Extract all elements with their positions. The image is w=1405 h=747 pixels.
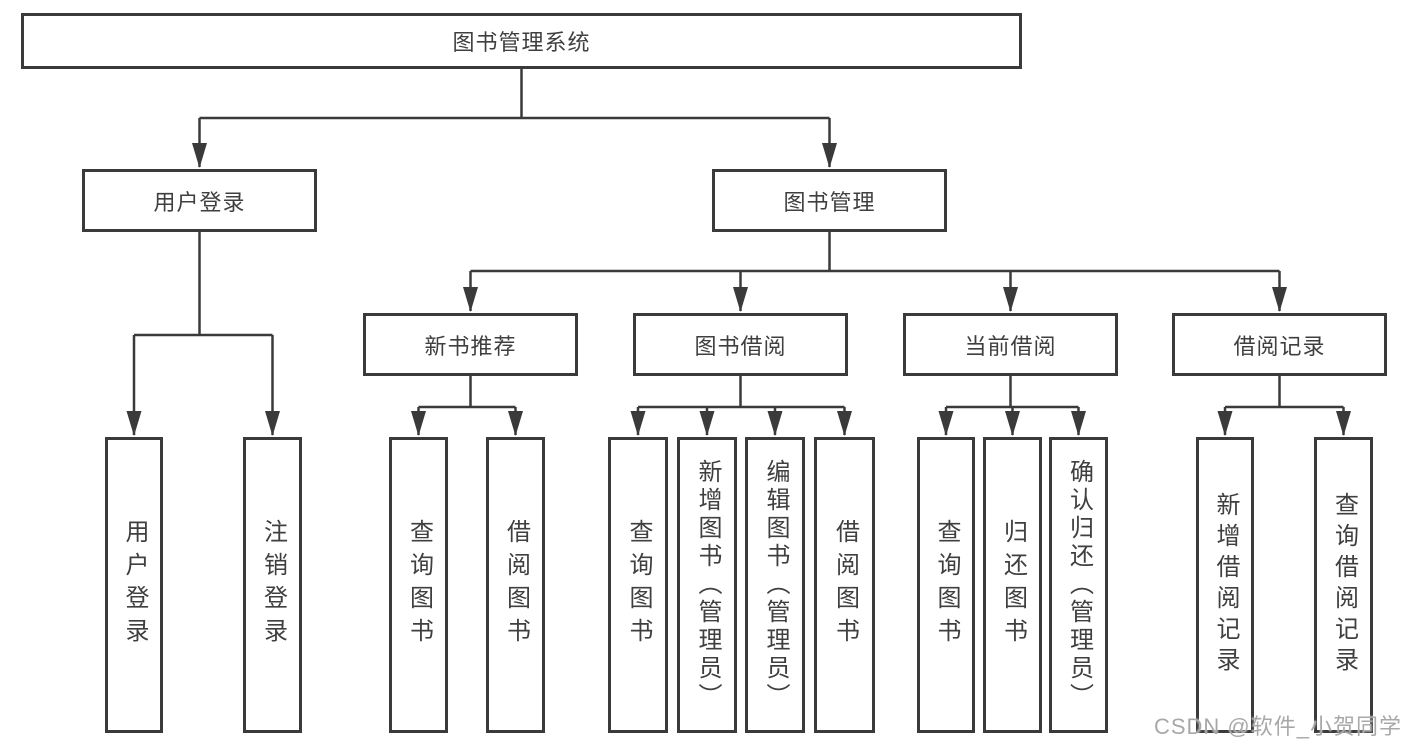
node-user-login-branch: 用户登录 — [82, 169, 317, 232]
leaf-confirm-return-admin: 确认归还（管理员） — [1049, 437, 1108, 733]
node-new-book-recommendation: 新书推荐 — [363, 313, 578, 376]
leaf-return-books: 归还图书 — [983, 437, 1042, 733]
leaf-borrow-books: 借阅图书 — [814, 437, 875, 733]
leaf-query-books-current: 查询图书 — [917, 437, 975, 733]
leaf-user-login: 用户登录 — [105, 437, 163, 733]
node-current-borrowing: 当前借阅 — [903, 313, 1118, 376]
leaf-add-borrow-record: 新增借阅记录 — [1196, 437, 1254, 733]
leaf-add-book-admin: 新增图书（管理员） — [677, 437, 737, 733]
leaf-borrow-books-recommend: 借阅图书 — [486, 437, 545, 733]
leaf-logout-login: 注销登录 — [243, 437, 302, 733]
leaf-query-borrow-record: 查询借阅记录 — [1314, 437, 1373, 733]
node-library-management-system: 图书管理系统 — [21, 13, 1022, 69]
node-book-borrowing: 图书借阅 — [633, 313, 848, 376]
leaf-edit-book-admin: 编辑图书（管理员） — [745, 437, 805, 733]
leaf-query-books-recommend: 查询图书 — [389, 437, 448, 733]
csdn-watermark: CSDN @软件_小贺同学 — [1153, 714, 1402, 739]
node-borrowing-records: 借阅记录 — [1172, 313, 1387, 376]
leaf-query-books-borrow: 查询图书 — [608, 437, 668, 733]
node-book-management-branch: 图书管理 — [712, 169, 947, 232]
